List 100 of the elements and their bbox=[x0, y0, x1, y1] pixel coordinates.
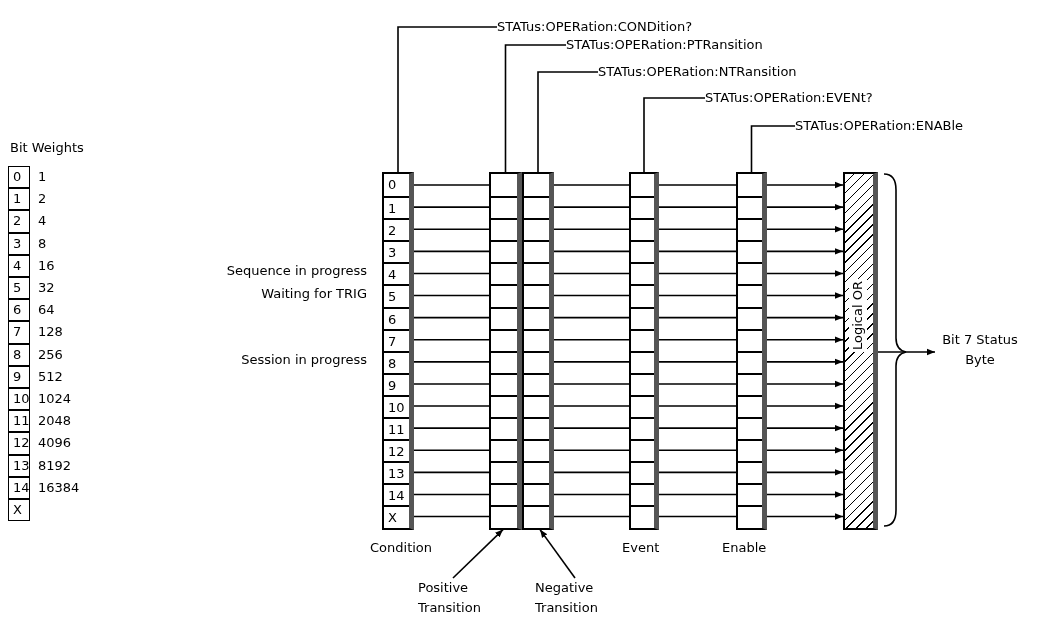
signal-line bbox=[658, 272, 737, 275]
signal-line bbox=[413, 493, 490, 496]
bit-number: 0 bbox=[387, 176, 398, 194]
arrow bbox=[452, 528, 504, 579]
arrow bbox=[766, 380, 844, 388]
bit-number: 7 bbox=[384, 328, 409, 351]
bit-weight: 512 bbox=[38, 368, 63, 385]
register-caption: Event bbox=[622, 540, 660, 556]
bit-weight: 1024 bbox=[38, 391, 72, 407]
signal-line bbox=[413, 361, 490, 363]
register-caption: Condition bbox=[370, 540, 433, 556]
register-column bbox=[382, 172, 414, 530]
bit-description: Waiting for TRIG bbox=[261, 285, 367, 302]
signal-line bbox=[413, 184, 490, 186]
bit-number: 4 bbox=[8, 254, 30, 277]
bit-number: 11 bbox=[384, 417, 409, 440]
arrow bbox=[766, 270, 844, 277]
command-label: STATus:OPERation:CONDition? bbox=[497, 19, 693, 35]
bit-number: 6 bbox=[8, 299, 30, 322]
arrow bbox=[766, 358, 844, 366]
bit-description: Sequence in progress bbox=[226, 263, 367, 280]
bit-number: 10 bbox=[384, 394, 409, 418]
bit-description: Session in progress bbox=[241, 351, 367, 368]
bit-number: 9 bbox=[384, 372, 409, 395]
signal-line bbox=[413, 449, 490, 452]
bit-weight: 16384 bbox=[38, 479, 80, 496]
register-column bbox=[489, 172, 522, 530]
bit-weight: 16 bbox=[38, 257, 55, 274]
register-caption: Negative Transition bbox=[535, 578, 615, 618]
bit-weight: 32 bbox=[38, 280, 55, 296]
signal-line bbox=[553, 316, 630, 319]
signal-line bbox=[658, 515, 737, 518]
arrow bbox=[766, 447, 844, 454]
leader-line bbox=[504, 44, 567, 173]
signal-line bbox=[413, 250, 490, 253]
bit-number: 8 bbox=[384, 350, 409, 373]
signal-line bbox=[658, 184, 737, 186]
or-label: Logical OR bbox=[849, 279, 867, 352]
bit-number: 5 bbox=[8, 277, 30, 300]
bit-number: 6 bbox=[384, 306, 409, 329]
leader-line bbox=[397, 26, 498, 173]
bit-number: 2 bbox=[8, 210, 30, 233]
signal-line bbox=[658, 383, 737, 385]
signal-line bbox=[413, 206, 490, 208]
bit-weight: 2 bbox=[38, 191, 47, 208]
bit-number: 0 bbox=[8, 166, 30, 189]
table-title: Bit Weights bbox=[10, 140, 84, 156]
signal-line bbox=[553, 361, 630, 363]
bit-number: 12 bbox=[8, 432, 30, 455]
signal-line bbox=[553, 405, 630, 407]
arrow bbox=[766, 469, 844, 476]
signal-line bbox=[553, 383, 630, 385]
bit-number: 13 bbox=[8, 454, 30, 477]
bit-weight: 8 bbox=[38, 235, 47, 252]
bit-number: 5 bbox=[384, 284, 409, 307]
signal-line bbox=[553, 449, 630, 452]
arrow bbox=[766, 314, 844, 321]
signal-line bbox=[658, 250, 737, 253]
bit-number: X bbox=[8, 499, 30, 522]
register-caption: Enable bbox=[722, 540, 767, 556]
leader-line bbox=[537, 71, 599, 173]
signal-line bbox=[413, 338, 490, 341]
arrow bbox=[766, 336, 844, 343]
signal-line bbox=[658, 471, 737, 474]
register-caption: Positive Transition bbox=[418, 578, 498, 618]
arrow bbox=[766, 248, 844, 255]
bit-weight: 4 bbox=[38, 213, 47, 230]
leader-line bbox=[643, 97, 706, 173]
register-column bbox=[736, 172, 767, 530]
signal-line bbox=[413, 515, 490, 518]
bit-number: 2 bbox=[384, 218, 409, 241]
signal-line bbox=[553, 294, 630, 297]
signal-line bbox=[553, 427, 630, 429]
bit-number: 11 bbox=[8, 410, 30, 433]
signal-line bbox=[658, 493, 737, 496]
signal-line bbox=[553, 493, 630, 496]
output-label: Bit 7 Status Byte bbox=[935, 330, 1025, 370]
leader-line bbox=[750, 125, 796, 173]
bit-number: 12 bbox=[384, 439, 409, 462]
signal-line bbox=[413, 405, 490, 407]
signal-line bbox=[413, 272, 490, 275]
signal-line bbox=[658, 405, 737, 407]
command-label: STATus:OPERation:ENABle bbox=[795, 118, 964, 134]
signal-line bbox=[413, 294, 490, 297]
register-column bbox=[522, 172, 554, 530]
bit-number: 7 bbox=[8, 321, 30, 344]
bit-weight: 128 bbox=[38, 324, 63, 341]
bit-number: 8 bbox=[8, 343, 30, 366]
command-label: STATus:OPERation:EVENt? bbox=[705, 90, 873, 106]
bit-number: 14 bbox=[384, 483, 409, 506]
arrow bbox=[766, 402, 844, 410]
command-label: STATus:OPERation:NTRansition bbox=[598, 64, 797, 80]
signal-line bbox=[553, 184, 630, 186]
signal-line bbox=[413, 471, 490, 474]
arrow bbox=[766, 181, 844, 189]
bit-number: 1 bbox=[384, 196, 409, 219]
signal-line bbox=[658, 449, 737, 452]
bit-number: 3 bbox=[8, 232, 30, 255]
bit-number: 14 bbox=[8, 476, 30, 499]
signal-line bbox=[553, 338, 630, 341]
